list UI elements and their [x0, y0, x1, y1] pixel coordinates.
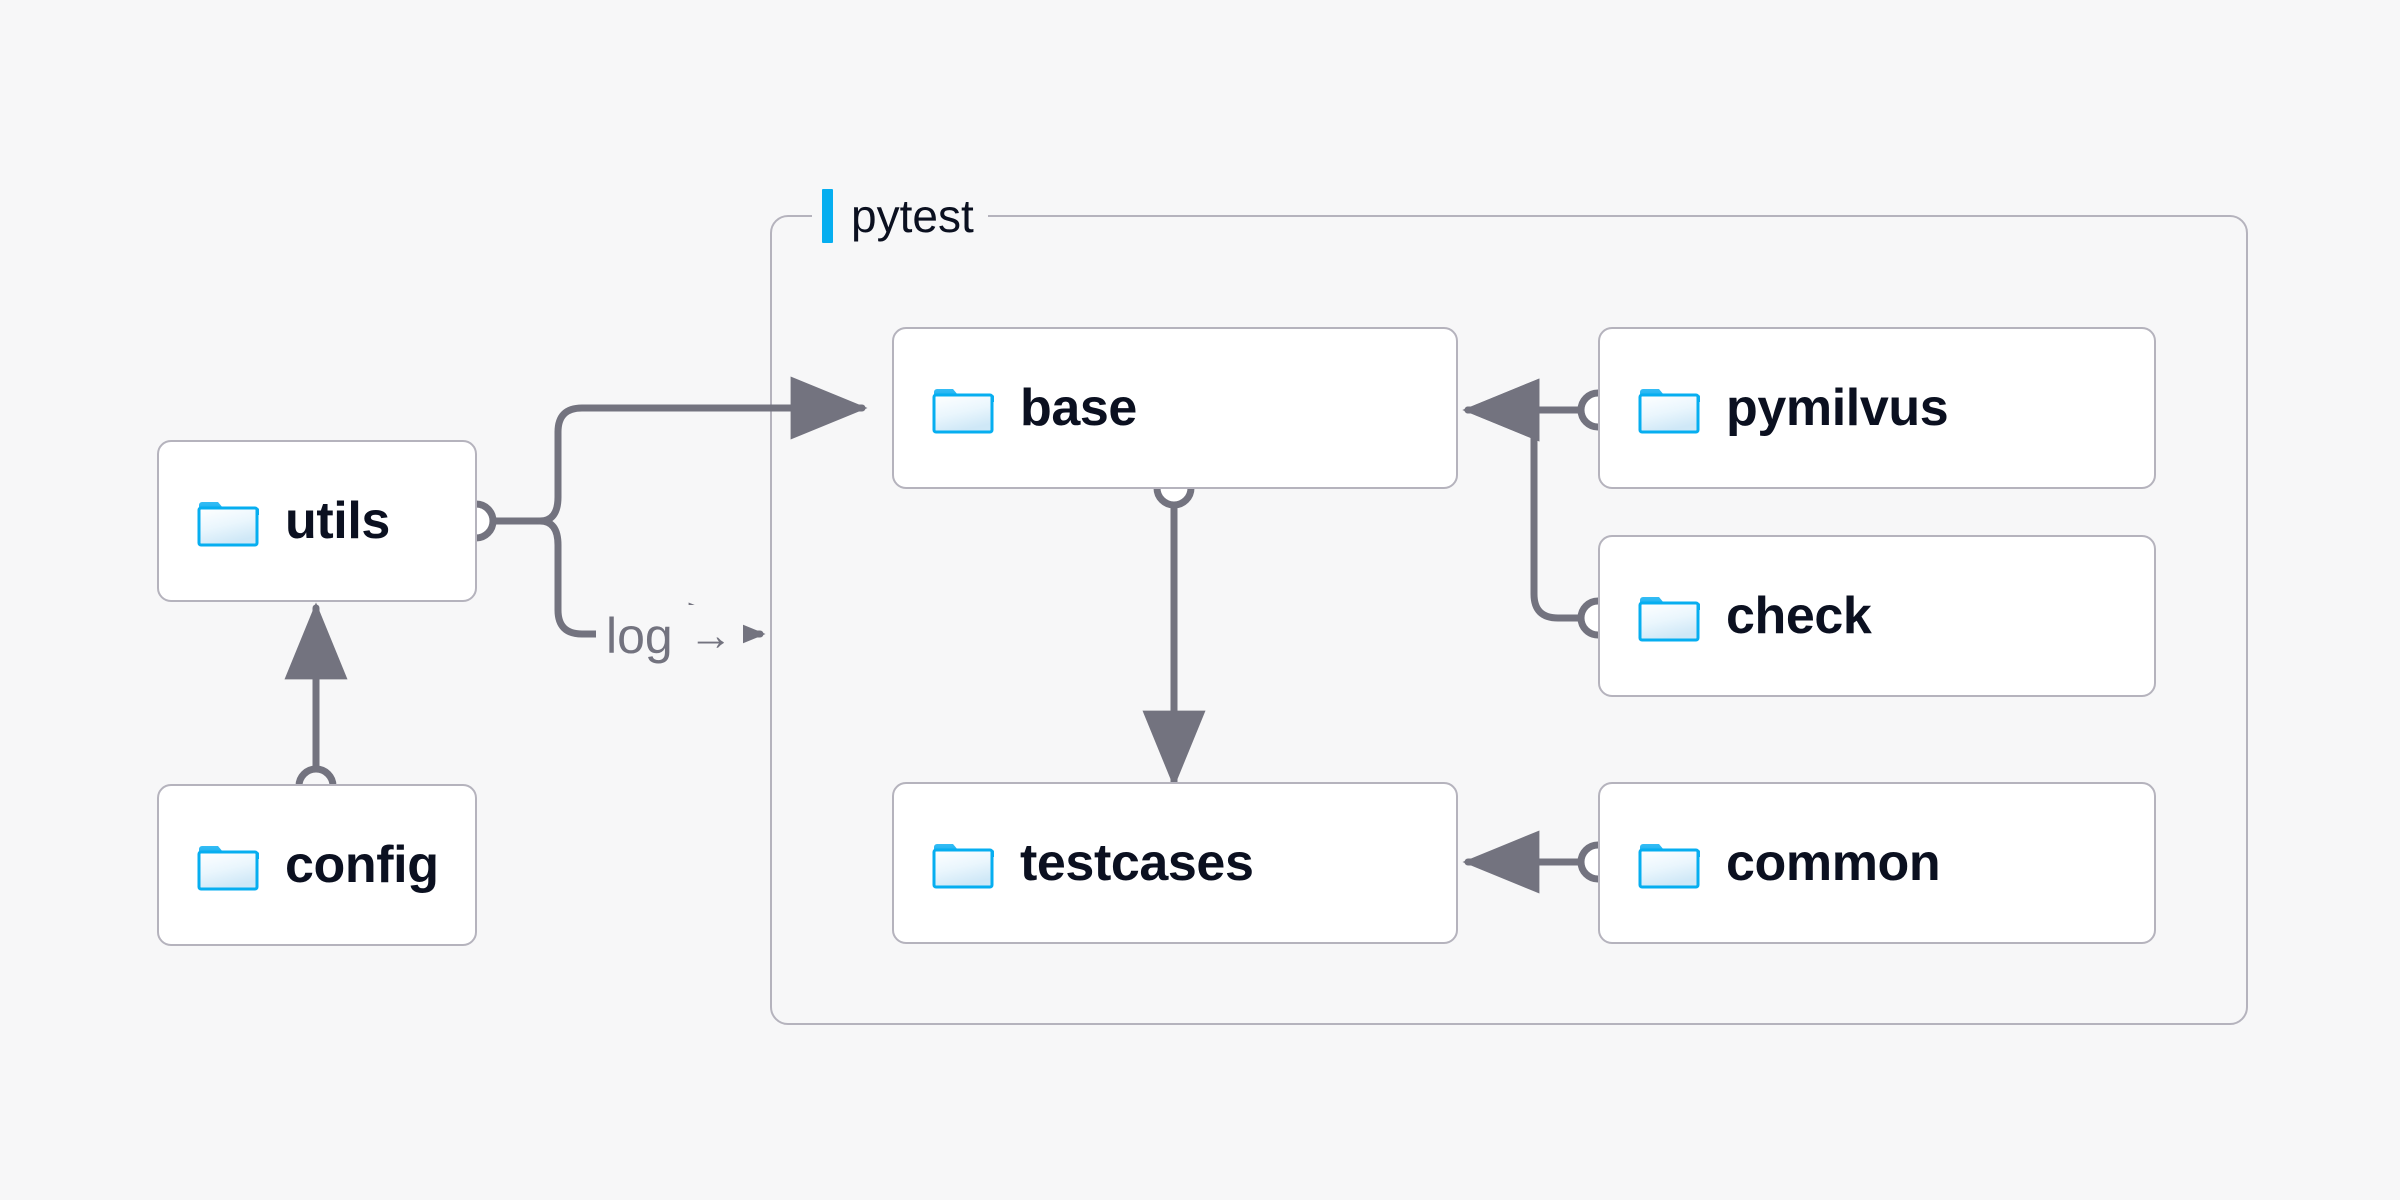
node-pymilvus[interactable]: pymilvus: [1598, 327, 2156, 489]
node-label-pymilvus: pymilvus: [1726, 379, 1949, 437]
edge-label-log-text: log: [606, 608, 673, 664]
arrow-right-icon: →: [688, 611, 733, 660]
folder-icon: [197, 846, 259, 891]
node-label-config: config: [285, 836, 439, 894]
folder-icon: [1638, 844, 1700, 889]
group-title-pytest: pytest: [812, 185, 988, 247]
node-label-check: check: [1726, 587, 1872, 645]
node-base[interactable]: base: [892, 327, 1458, 489]
node-common[interactable]: common: [1598, 782, 2156, 944]
folder-icon: [1638, 389, 1700, 434]
group-accent-bar: [822, 189, 833, 243]
node-testcases[interactable]: testcases: [892, 782, 1458, 944]
edge-utils-to-base: [536, 376, 868, 525]
folder-icon: [1638, 597, 1700, 642]
edge-check-to-base: [1462, 378, 1584, 622]
edge-label-log: log →: [596, 605, 743, 667]
folder-icon: [932, 389, 994, 434]
node-config[interactable]: config: [157, 784, 477, 946]
node-label-common: common: [1726, 834, 1941, 892]
node-label-testcases: testcases: [1020, 834, 1254, 892]
node-utils[interactable]: utils: [157, 440, 477, 602]
folder-icon: [197, 502, 259, 547]
node-check[interactable]: check: [1598, 535, 2156, 697]
folder-icon: [932, 844, 994, 889]
group-title-label: pytest: [851, 190, 974, 242]
edge-utils-log-path: [536, 517, 684, 638]
node-label-utils: utils: [285, 492, 390, 550]
node-label-base: base: [1020, 379, 1137, 437]
group-frame-pytest: [770, 215, 2248, 1025]
